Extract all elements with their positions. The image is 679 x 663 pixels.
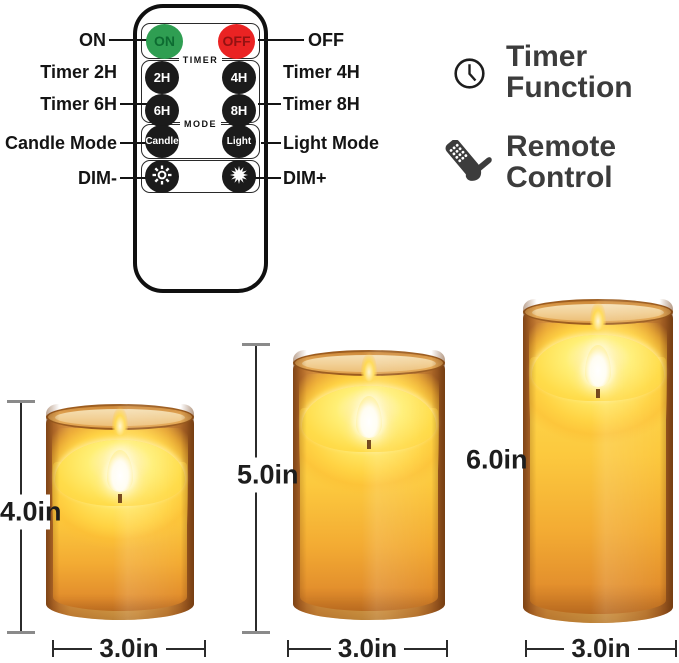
feature-timer-function: Timer Function — [506, 40, 633, 104]
candle-mode-button[interactable]: Candle — [145, 125, 179, 158]
dim-button-group — [141, 160, 260, 193]
callout-on: ON — [79, 30, 106, 50]
callout-line-timer-8h — [258, 103, 281, 105]
callout-line-candle-mode — [120, 142, 148, 144]
timer-2h-button[interactable]: 2H — [145, 61, 179, 94]
candle-large — [523, 299, 673, 623]
height-label-medium: 5.0in — [237, 457, 299, 493]
dim-minus-button[interactable] — [145, 160, 179, 193]
callout-line-dim-plus — [251, 177, 281, 179]
height-label-small: 4.0in — [0, 494, 62, 530]
callout-light-mode: Light Mode — [283, 133, 379, 153]
measure-end-tick — [242, 343, 270, 346]
remote-control-body: ON OFF TIMER 2H 4H 6H 8H MODE Candle Lig… — [133, 4, 268, 293]
measure-end-tick — [7, 400, 35, 403]
measure-end-tick — [242, 631, 270, 634]
sun-outline-icon — [152, 165, 172, 188]
callout-line-light-mode — [261, 142, 281, 144]
height-label-large: 6.0in — [466, 442, 528, 478]
timer-4h-button[interactable]: 4H — [222, 61, 256, 94]
width-label-large: 3.0in — [571, 633, 631, 663]
timer-button-group: 2H 4H 6H 8H — [141, 60, 260, 127]
width-label-medium: 3.0in — [337, 633, 398, 663]
callout-timer-8h: Timer 8H — [283, 94, 360, 114]
dim-plus-button[interactable] — [222, 160, 256, 193]
callout-dim-plus: DIM+ — [283, 168, 327, 188]
callout-timer-4h: Timer 4H — [283, 62, 360, 82]
width-measure-medium: 3.0in — [287, 633, 448, 663]
callout-line-timer-6h — [120, 103, 150, 105]
off-button[interactable]: OFF — [218, 23, 255, 59]
width-label-small: 3.0in — [99, 633, 159, 663]
width-measure-large: 3.0in — [525, 633, 677, 663]
callout-line-off — [258, 39, 304, 41]
callout-candle-mode: Candle Mode — [4, 133, 117, 153]
power-button-group: ON OFF — [141, 23, 260, 59]
width-measure-small: 3.0in — [52, 633, 206, 663]
callout-line-dim-minus — [120, 177, 150, 179]
timer-group-label: TIMER — [137, 55, 264, 66]
clock-icon — [453, 57, 486, 95]
callout-timer-6h: Timer 6H — [40, 94, 117, 114]
candle-small — [46, 404, 194, 620]
timer-8h-button[interactable]: 8H — [222, 94, 256, 127]
light-mode-button[interactable]: Light — [222, 125, 256, 158]
timer-6h-button[interactable]: 6H — [145, 94, 179, 127]
remote-in-hand-icon — [443, 139, 497, 197]
callout-off: OFF — [308, 30, 344, 50]
callout-timer-2h: Timer 2H — [40, 62, 117, 82]
callout-line-on — [109, 39, 149, 41]
feature-remote-control: Remote Control — [506, 130, 617, 194]
mode-group-label: MODE — [137, 119, 264, 130]
measure-end-tick — [7, 631, 35, 634]
candle-medium — [293, 350, 445, 620]
on-button[interactable]: ON — [146, 23, 183, 59]
callout-dim-minus: DIM- — [78, 168, 117, 188]
sun-filled-icon — [229, 165, 249, 188]
